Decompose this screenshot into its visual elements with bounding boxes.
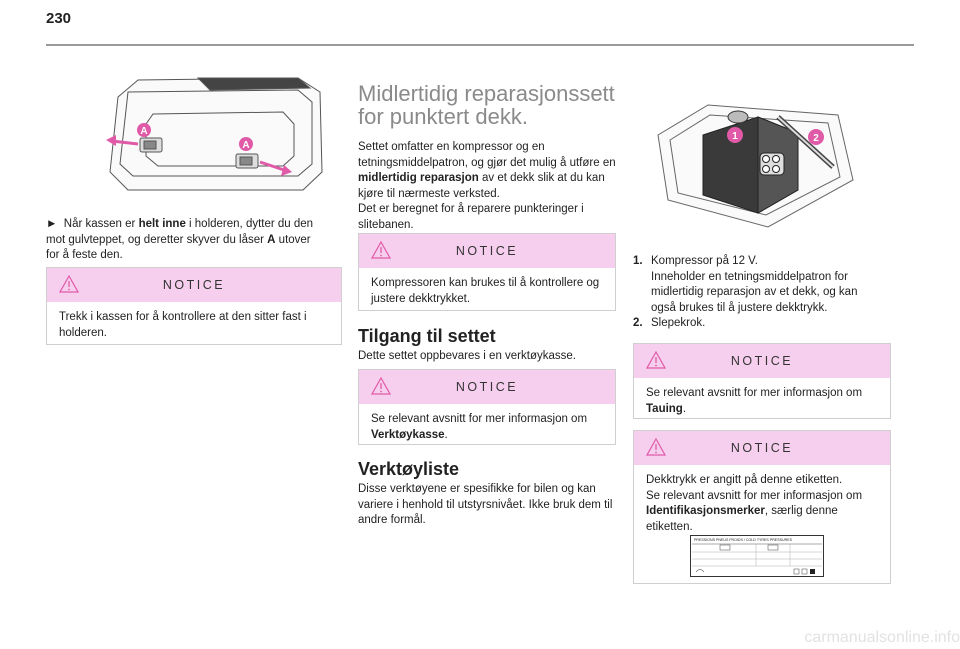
access-text: Dette settet oppbevares i en verktøykass… xyxy=(358,350,576,362)
notice-text: Kompressoren kan brukes til å kontroller… xyxy=(371,277,600,305)
notice-box: NOTICE Se relevant avsnitt for mer infor… xyxy=(358,369,616,445)
notice-text-bold: Tauing xyxy=(646,402,683,415)
notice-title: NOTICE xyxy=(455,244,519,258)
notice-text-part: . xyxy=(682,402,687,415)
notice-header: NOTICE xyxy=(359,370,615,404)
page-number: 230 xyxy=(46,10,72,27)
bullet-arrow: ► xyxy=(46,218,58,230)
intro-paragraph: Settet omfatter en kompressor og en tetn… xyxy=(358,140,618,233)
callout-a-label: A xyxy=(242,140,249,151)
notice-header: NOTICE xyxy=(634,344,890,378)
warning-icon xyxy=(371,241,391,259)
instruction-bold: helt inne xyxy=(138,218,186,230)
list-number: 2. xyxy=(633,317,643,329)
callout-1-label: 1 xyxy=(732,131,738,142)
notice-header: NOTICE xyxy=(359,234,615,268)
list-number: 1. xyxy=(633,255,643,267)
tyre-pressure-label-image: PRESSIONS PNEUS FROIDS / COLD TYRES PRES… xyxy=(690,535,824,577)
callout-1-marker xyxy=(727,127,743,143)
intro-bold: midlertidig reparasjon xyxy=(358,172,479,184)
label-heading: PRESSIONS PNEUS FROIDS / COLD TYRES PRES… xyxy=(694,538,793,542)
intro-text-2: Det er beregnet for å reparere punkterin… xyxy=(358,203,584,231)
notice-header: NOTICE xyxy=(47,268,341,302)
warning-icon xyxy=(646,438,666,456)
callout-a-marker xyxy=(239,137,253,151)
callout-2-label: 2 xyxy=(813,133,819,144)
notice-text-part: , særlig denne etiketten. xyxy=(646,505,838,533)
intro-text: Settet omfatter en kompressor og en tetn… xyxy=(358,141,616,169)
notice-text: Se relevant avsnitt for mer informasjon … xyxy=(359,404,615,452)
callout-a-label: A xyxy=(140,126,147,137)
notice-text: Se relevant avsnitt for mer informasjon … xyxy=(634,378,890,426)
repair-kit-figure: 1 2 xyxy=(648,95,860,235)
instruction-text: i holderen, dytter du den mot gulvteppet… xyxy=(46,218,314,246)
section-heading: Midlertidig reparasjonssett for punktert… xyxy=(358,81,615,129)
notice-text-part: Se relevant avsnitt for mer informasjon … xyxy=(371,413,588,425)
notice-text-part: Se relevant avsnitt for mer informasjon … xyxy=(646,387,863,399)
warning-icon xyxy=(371,377,391,395)
list-item: 1. Kompressor på 12 V. Inneholder en tet… xyxy=(633,254,883,318)
warning-icon xyxy=(646,351,666,369)
notice-text-bold: Identifikasjonsmerker xyxy=(646,505,765,517)
notice-title: NOTICE xyxy=(730,441,794,455)
notice-text: Trekk i kassen for å kontrollere at den … xyxy=(59,311,307,339)
warning-icon xyxy=(59,275,79,293)
notice-title: NOTICE xyxy=(162,278,226,292)
list-item: 2. Slepekrok. xyxy=(633,316,883,332)
notice-box: NOTICE Dekktrykk er angitt på denne etik… xyxy=(633,430,891,584)
header-rule xyxy=(46,44,914,46)
notice-title: NOTICE xyxy=(455,380,519,394)
storage-box-figure: A A xyxy=(98,72,330,202)
tools-text: Disse verktøyene er spesifikke for bilen… xyxy=(358,483,613,526)
intro-text: av et dekk slik at du kan kjøre til nærm… xyxy=(358,172,605,200)
instruction-text: Når kassen er xyxy=(63,218,139,230)
section-title-tools: Verktøyliste xyxy=(358,459,460,479)
notice-box: NOTICE Trekk i kassen for å kontrollere … xyxy=(46,267,342,345)
notice-text: Dekktrykk er angitt på denne etiketten. … xyxy=(634,465,890,544)
lock-instruction: ► Når kassen er helt inne i holderen, dy… xyxy=(46,217,326,264)
notice-text-part: Dekktrykk er angitt på denne etiketten. … xyxy=(646,474,863,502)
list-text: Slepekrok. xyxy=(651,317,706,329)
section-title-access: Tilgang til settet xyxy=(358,326,496,346)
callout-a-marker xyxy=(137,123,151,137)
instruction-bold: A xyxy=(267,233,276,246)
notice-title: NOTICE xyxy=(730,354,794,368)
notice-header: NOTICE xyxy=(634,431,890,465)
instruction-text: utover for å feste den. xyxy=(46,233,311,262)
callout-2-marker xyxy=(808,129,824,145)
list-text: Kompressor på 12 V. Inneholder en tetnin… xyxy=(651,255,858,314)
notice-box: NOTICE Se relevant avsnitt for mer infor… xyxy=(633,343,891,419)
footer-watermark: carmanualsonline.info xyxy=(804,629,960,646)
notice-box: NOTICE Kompressoren kan brukes til å kon… xyxy=(358,233,616,311)
notice-text-bold: Verktøykasse xyxy=(371,428,445,441)
notice-text-part: . xyxy=(444,428,448,441)
